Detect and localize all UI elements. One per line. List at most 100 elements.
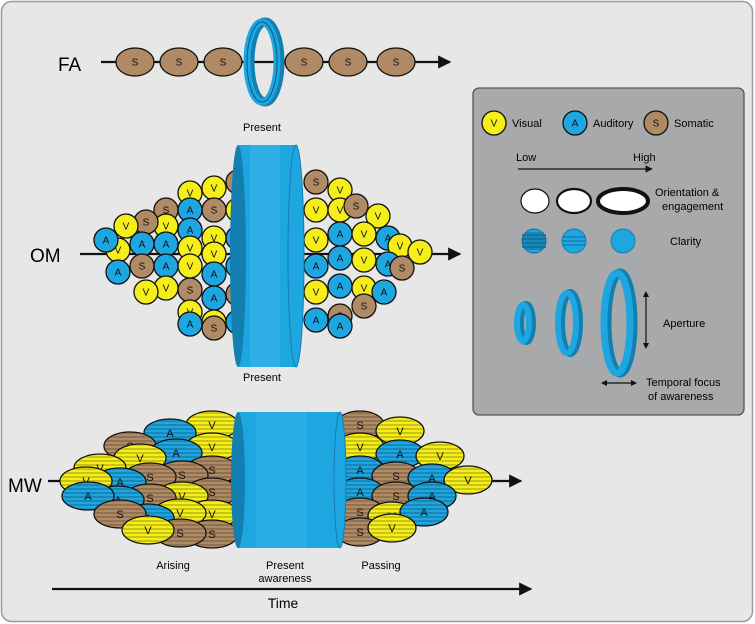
token-letter: S: [356, 420, 363, 432]
token-letter: A: [420, 507, 428, 519]
om-present-cylinder: [230, 144, 305, 368]
aperture-swatches: [514, 268, 638, 378]
token-letter: A: [172, 448, 180, 460]
token-letter: A: [116, 477, 124, 489]
temporal-focus-line1: Temporal focus: [646, 377, 721, 389]
mw-present-cylinder: [231, 411, 347, 549]
om-token-left: A: [153, 253, 179, 279]
token-letter: A: [572, 119, 579, 130]
token-letter: V: [361, 230, 368, 241]
legend-somatic-label: Somatic: [674, 118, 714, 130]
mw-arising-label: Arising: [156, 560, 190, 572]
token-letter: S: [653, 119, 660, 130]
token-letter: V: [361, 256, 368, 267]
om-token-left: V: [133, 279, 159, 305]
token-letter: A: [356, 487, 364, 499]
token-letter: S: [208, 529, 215, 541]
token-letter: S: [163, 206, 170, 217]
token-letter: V: [375, 212, 382, 223]
om-row: OM SVVVSASAVAVSVAVVAAVASAVASAAASVVVVSASV…: [30, 144, 462, 384]
token-letter: S: [187, 286, 194, 297]
mw-passing-label: Passing: [361, 560, 400, 572]
om-token-right: S: [303, 169, 329, 195]
legend-auditory-label: Auditory: [593, 118, 634, 130]
token-letter: V: [313, 288, 320, 299]
token-letter: V: [361, 284, 368, 295]
om-token-left: A: [153, 231, 179, 257]
token-letter: S: [132, 58, 139, 69]
token-letter: A: [428, 473, 436, 485]
legend-visual-label: Visual: [512, 118, 542, 130]
om-token-right: V: [327, 177, 353, 203]
om-token-right: V: [351, 247, 377, 273]
om-token-left: V: [113, 213, 139, 239]
legend-visual-swatch: V: [481, 110, 507, 136]
mw-present-label-line1: Present: [266, 560, 304, 572]
token-letter: S: [139, 262, 146, 273]
token-letter: V: [144, 525, 152, 537]
token-letter: V: [337, 186, 344, 197]
om-token-right: A: [327, 245, 353, 271]
orientation-label-line1: Orientation &: [655, 187, 720, 199]
token-letter: S: [146, 472, 153, 484]
om-tokens: SVVVSASAVAVSVAVVAAVASAVASAAASVVVVSASVVVS…: [93, 169, 433, 341]
token-letter: S: [211, 324, 218, 335]
token-letter: A: [337, 230, 344, 241]
token-letter: S: [301, 58, 308, 69]
mw-present-label-line2: awareness: [258, 573, 312, 585]
temporal-focus-line2: of awareness: [648, 391, 714, 403]
token-letter: S: [361, 302, 368, 313]
token-letter: S: [116, 509, 123, 521]
token-letter: S: [176, 58, 183, 69]
om-token-left: S: [129, 253, 155, 279]
legend-low-label: Low: [516, 152, 536, 164]
token-letter: A: [211, 270, 218, 281]
token-letter: V: [176, 508, 184, 520]
orientation-label-line2: engagement: [662, 201, 723, 213]
token-letter: V: [163, 284, 170, 295]
mw-token-passing: S: [371, 461, 421, 491]
token-letter: S: [208, 487, 215, 499]
om-token-right: S: [389, 255, 415, 281]
token-letter: V: [123, 222, 130, 233]
token-letter: V: [208, 442, 216, 454]
om-token-right: A: [371, 279, 397, 305]
om-token-left: S: [201, 315, 227, 341]
fa-somatic-token: S: [376, 47, 416, 77]
token-letter: A: [84, 491, 92, 503]
token-letter: V: [178, 491, 186, 503]
token-letter: A: [103, 236, 110, 247]
clarity-label: Clarity: [670, 236, 702, 248]
token-letter: V: [313, 236, 320, 247]
token-letter: V: [115, 246, 122, 257]
mw-token-arising: V: [121, 515, 175, 545]
token-letter: S: [392, 471, 399, 483]
token-letter: S: [146, 493, 153, 505]
token-letter: A: [115, 268, 122, 279]
mw-token-passing: V: [375, 416, 425, 446]
fa-present-ring: [243, 17, 285, 107]
om-token-right: V: [303, 279, 329, 305]
mw-label: MW: [8, 476, 42, 497]
om-token-right: A: [303, 307, 329, 333]
token-letter: V: [208, 509, 216, 521]
token-letter: A: [385, 234, 392, 245]
token-letter: V: [187, 189, 194, 200]
token-letter: A: [166, 428, 174, 440]
token-letter: V: [436, 451, 444, 463]
token-letter: V: [143, 288, 150, 299]
om-label: OM: [30, 246, 61, 267]
token-letter: A: [337, 322, 344, 333]
token-letter: S: [392, 491, 399, 503]
token-letter: S: [208, 465, 215, 477]
token-letter: V: [337, 206, 344, 217]
token-letter: V: [211, 250, 218, 261]
fa-somatic-token: S: [203, 47, 243, 77]
mw-token-passing: A: [399, 497, 449, 527]
token-letter: S: [143, 218, 150, 229]
om-token-left: A: [201, 285, 227, 311]
om-token-left: A: [105, 259, 131, 285]
